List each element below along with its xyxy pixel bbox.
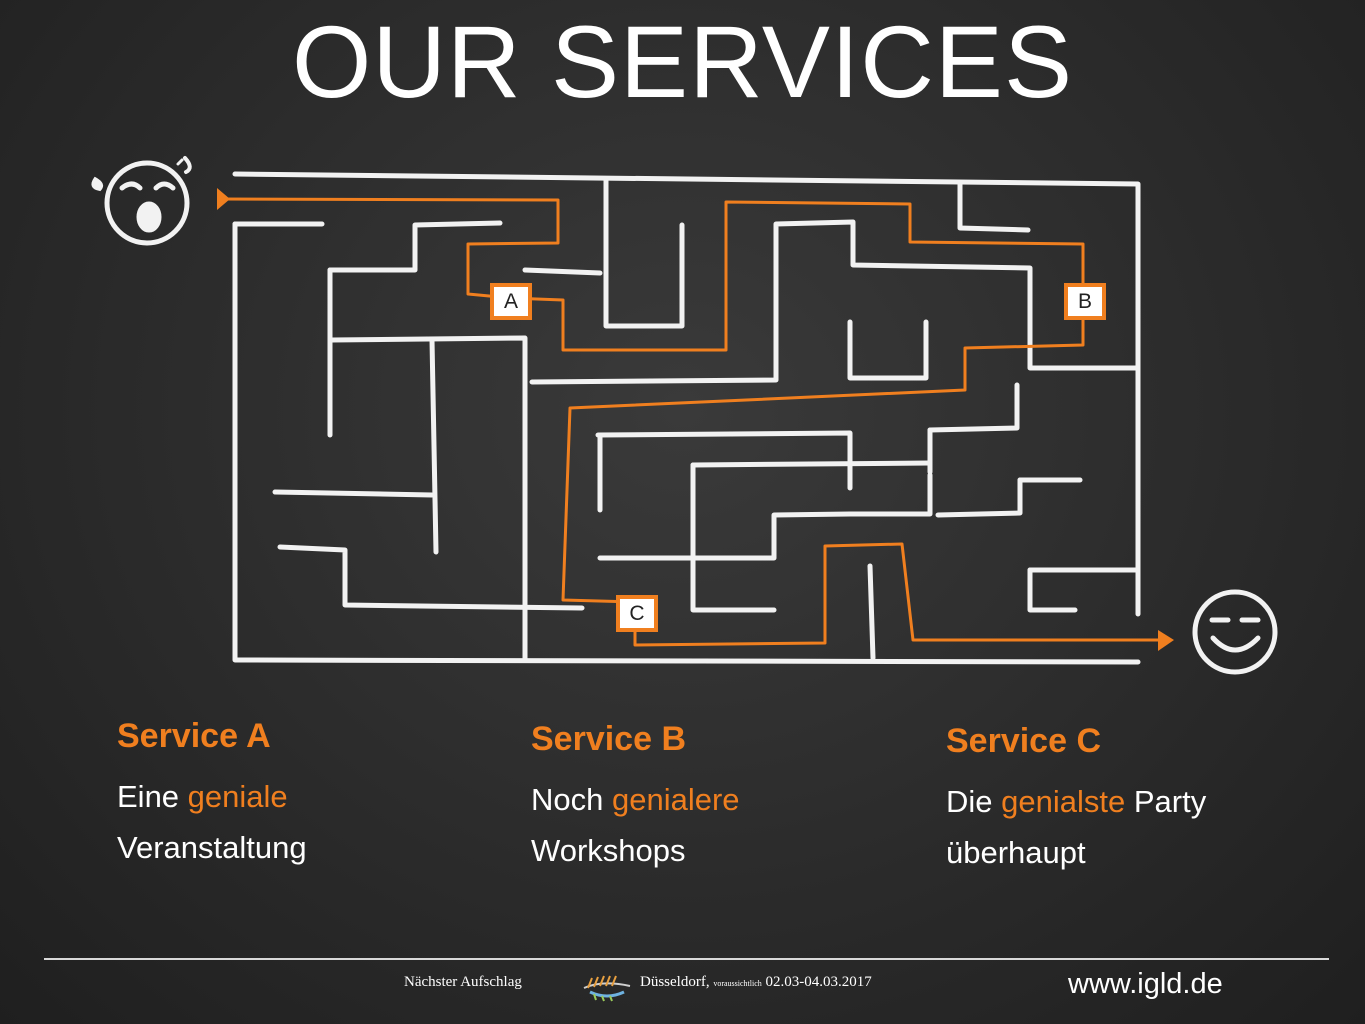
checkpoint-c-label: C (629, 602, 644, 625)
maze-wall (277, 544, 585, 611)
service-a-line-1-pre: Eine (117, 778, 188, 814)
checkpoint-b: B (1064, 283, 1106, 320)
maze-wall (603, 177, 685, 329)
service-c-line-1-accent: genialste (1001, 783, 1126, 819)
maze-wall (329, 335, 528, 663)
footer-tentative: voraussichtlich (713, 979, 762, 988)
maze-wall (1027, 567, 1078, 613)
footer-event-info: Düsseldorf, voraussichtlich 02.03-04.03.… (640, 974, 872, 991)
maze-wall (429, 337, 439, 555)
footer-dates: 02.03-04.03.2017 (765, 974, 872, 990)
service-c-line-2: überhaupt (946, 834, 1086, 870)
maze-wall (867, 563, 876, 661)
service-a-line-1: Eine geniale (117, 771, 497, 822)
solution-path-line (218, 197, 1162, 647)
maze-wall (847, 472, 933, 517)
service-a-heading: Service A (117, 717, 271, 755)
maze-wall-outer-bottom (232, 221, 1141, 665)
service-a: Service A Eine geniale Veranstaltung (117, 716, 497, 873)
footer-divider (44, 958, 1329, 960)
service-c-line-1-pre: Die (946, 783, 1002, 819)
service-c-heading: Service C (946, 722, 1101, 760)
maze-solution-path (217, 188, 1174, 651)
maze-walls (232, 171, 1141, 665)
service-c-line-1-post: Party (1125, 783, 1207, 819)
service-b: Service B Noch genialere Workshops (531, 719, 911, 876)
checkpoint-a: A (490, 283, 532, 320)
service-b-line-1-pre: Noch (531, 781, 612, 817)
maze-wall (847, 319, 929, 381)
solution-path-start-arrow (217, 188, 230, 210)
maze-wall (327, 220, 503, 273)
maze-wall (690, 460, 933, 468)
maze-wall (522, 267, 603, 276)
service-b-line-2: Workshops (531, 832, 686, 868)
maze-wall (927, 382, 1020, 433)
maze-wall (957, 181, 1031, 233)
maze-wall-outer (232, 171, 1141, 617)
service-c: Service C Die genialste Party überhaupt (946, 721, 1326, 878)
service-b-heading: Service B (531, 720, 686, 758)
service-c-line-1: Die genialste Party (946, 776, 1326, 827)
solution-path-end-arrow (1158, 630, 1174, 651)
maze-wall (597, 511, 853, 561)
crying-face-icon (91, 156, 192, 246)
maze-wall (529, 219, 1141, 385)
maze-wall (690, 462, 777, 613)
footer-website-link[interactable]: www.igld.de (1068, 968, 1223, 1000)
service-a-line-2: Veranstaltung (117, 829, 307, 865)
checkpoint-a-label: A (504, 290, 518, 313)
maze-wall (595, 430, 853, 491)
maze-illustration: A B C (91, 156, 1278, 675)
maze-wall (935, 477, 1023, 518)
footer-city: Düsseldorf, (640, 974, 710, 990)
checkpoint-b-label: B (1078, 290, 1092, 313)
smiling-face-icon (1192, 589, 1278, 675)
maze-wall (272, 489, 435, 498)
service-b-line-1: Noch genialere (531, 774, 911, 825)
service-a-line-1-accent: geniale (187, 778, 288, 814)
footer-next-label: Nächster Aufschlag (404, 974, 522, 990)
event-logo-icon (583, 975, 631, 1002)
checkpoint-c: C (616, 595, 658, 632)
slide-title: OUR SERVICES (292, 5, 1073, 119)
service-b-line-1-accent: genialere (611, 781, 740, 817)
